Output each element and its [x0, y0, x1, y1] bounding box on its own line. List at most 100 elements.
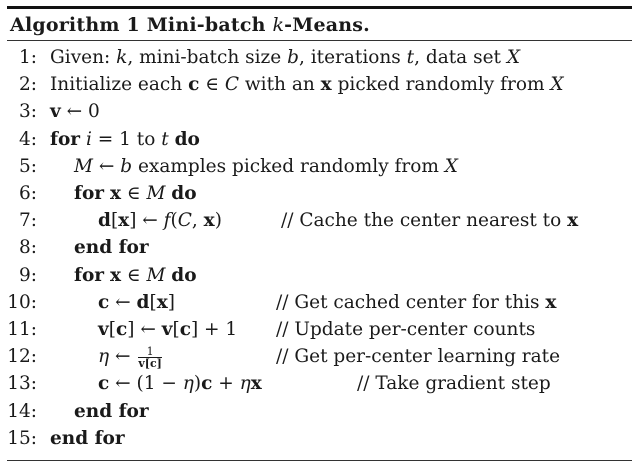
code-token: f: [163, 210, 171, 232]
code-token: ] ←: [127, 319, 162, 340]
line-code: for x ∈ M do: [74, 180, 197, 207]
code-token: c: [98, 291, 110, 313]
code-token: C: [224, 74, 239, 96]
bottom-rule: [7, 460, 632, 461]
code-token: c: [98, 373, 110, 395]
line-comment: // Cache the center nearest to x: [281, 207, 578, 234]
code-token: picked randomly from: [331, 74, 551, 96]
code-token: ∈: [199, 74, 225, 96]
algorithm-caption: Algorithm 1 Mini-batch k-Means.: [10, 10, 370, 40]
line-number: 6:: [18, 183, 37, 204]
code-token: = 1 to: [91, 128, 162, 150]
code-token: ] + 1: [190, 319, 238, 340]
code-token: d: [136, 291, 150, 313]
code-token: c: [179, 319, 191, 340]
line-number: 9:: [18, 264, 37, 286]
code-token: [: [108, 319, 116, 340]
code-token: do: [174, 128, 200, 150]
code-token: X: [506, 47, 521, 68]
fraction-numerator: 1: [138, 346, 162, 358]
comment-text: // Update per-center counts: [276, 319, 536, 340]
code-token: x: [250, 373, 262, 395]
comment-variable: x: [545, 291, 557, 313]
comment-text: // Get per-center learning rate: [276, 346, 561, 368]
code-token: ]: [167, 291, 175, 313]
line-code: M ← b examples picked randomly from X: [74, 153, 458, 180]
code-token: , mini-batch size: [127, 47, 288, 68]
line-code: for x ∈ M do: [74, 262, 197, 289]
code-token: [: [110, 210, 119, 232]
code-token: for: [74, 264, 105, 286]
code-token: ,: [191, 210, 204, 232]
code-token: M: [146, 264, 166, 286]
code-token: [: [149, 291, 157, 313]
fraction-denominator: v[c]: [138, 356, 162, 370]
line-code: end for: [74, 234, 149, 261]
code-token: [: [172, 319, 180, 340]
code-token: η: [98, 346, 110, 368]
code-token: i: [85, 128, 92, 150]
caption-variable: k: [272, 14, 285, 36]
line-code: v ← 0: [50, 98, 100, 125]
code-token: b: [120, 155, 133, 177]
code-token: ): [193, 373, 202, 395]
line-number: 11:: [7, 319, 37, 340]
code-token: c: [115, 319, 128, 340]
top-rule: [7, 6, 632, 9]
code-token: x: [109, 183, 121, 204]
code-token: for: [74, 183, 105, 204]
code-token: with an: [238, 74, 321, 96]
code-token: +: [212, 373, 240, 395]
code-token: C: [177, 210, 192, 232]
line-comment: // Get cached center for this x: [276, 289, 556, 316]
code-token: x: [118, 210, 130, 232]
comment-text: // Get cached center for this: [276, 291, 546, 313]
code-token: c: [188, 74, 200, 96]
code-token: k: [116, 47, 128, 68]
line-number: 5:: [18, 155, 37, 177]
line-number: 8:: [18, 237, 37, 259]
code-token: M: [74, 155, 93, 177]
code-token: do: [171, 183, 197, 204]
line-number: 4:: [18, 128, 37, 150]
code-token: ← 0: [60, 101, 100, 123]
code-token: X: [444, 155, 458, 177]
line-number: 10:: [7, 291, 37, 313]
code-token: η: [182, 373, 194, 395]
code-token: t: [161, 128, 169, 150]
caption-prefix: Algorithm 1 Mini-batch: [10, 14, 273, 36]
code-token: Given:: [50, 47, 117, 68]
caption-rule: [7, 40, 632, 41]
code-token: η: [239, 373, 251, 395]
code-token: (: [170, 210, 178, 232]
line-code: end for: [74, 398, 149, 425]
line-number: 7:: [18, 210, 37, 232]
line-code: d[x] ← f(C, x): [98, 207, 222, 234]
code-token: Initialize each: [50, 74, 189, 96]
code-token: x: [156, 291, 168, 313]
line-number: 15:: [7, 427, 37, 449]
code-token: ← (1 −: [109, 373, 183, 395]
code-token: x: [203, 210, 215, 232]
code-token: end for: [50, 427, 125, 449]
line-code: c ← (1 − η)c + ηx: [98, 370, 262, 397]
line-comment: // Update per-center counts: [276, 316, 535, 343]
code-token: ] ←: [129, 210, 164, 232]
code-token: , data set: [414, 47, 507, 68]
comment-variable: x: [567, 210, 579, 232]
comment-text: // Take gradient step: [357, 373, 551, 395]
code-token: c: [201, 373, 213, 395]
code-token: ←: [109, 346, 137, 368]
code-token: M: [146, 183, 166, 204]
code-token: v: [98, 319, 109, 340]
code-token: b: [287, 47, 299, 68]
line-number: 3:: [18, 101, 37, 123]
code-token: ): [214, 210, 222, 232]
line-number: 1:: [18, 47, 37, 68]
code-token: end for: [74, 400, 149, 422]
code-token: , iterations: [298, 47, 407, 68]
line-code: v[c] ← v[c] + 1: [98, 316, 237, 343]
code-token: ∈: [120, 264, 147, 286]
